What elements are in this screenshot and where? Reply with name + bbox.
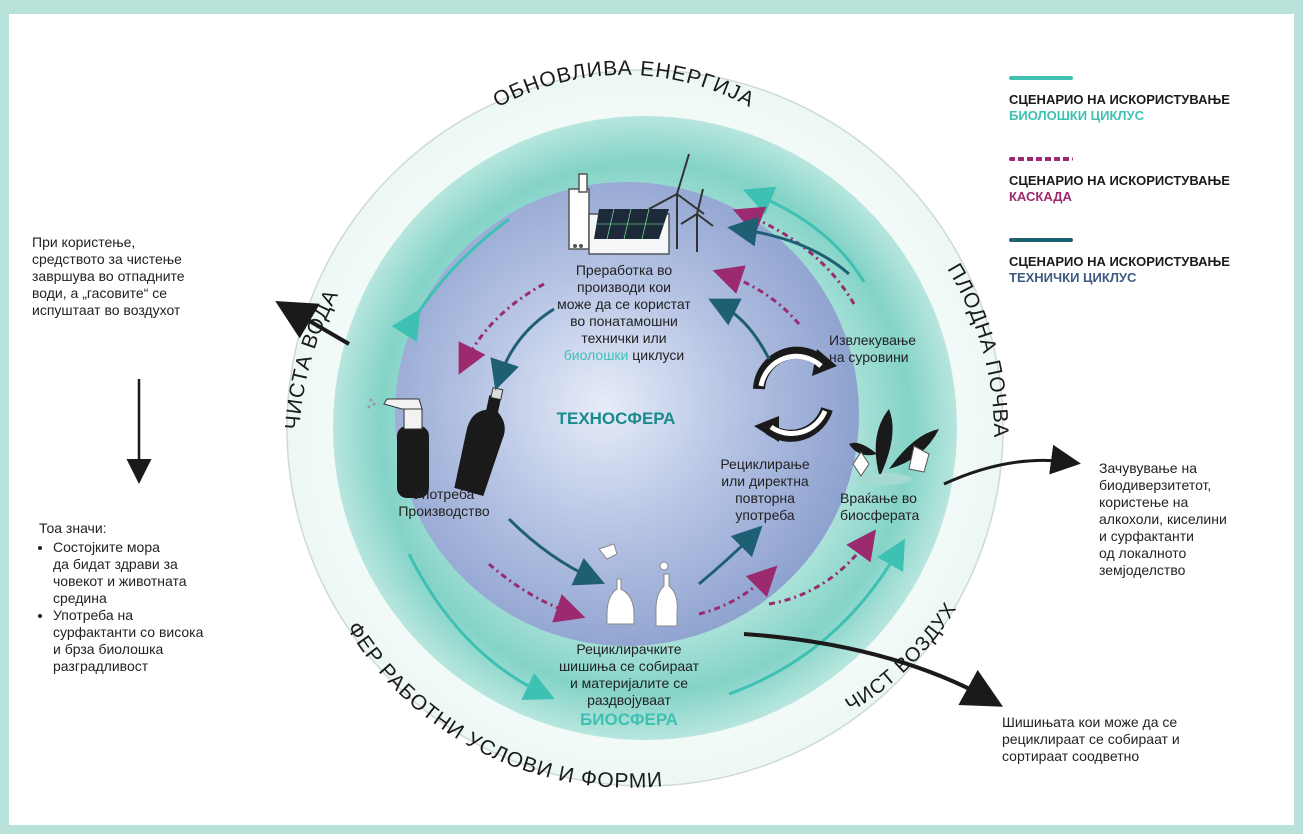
tech-arrow-2 (727, 216, 850, 276)
legend-technical: СЦЕНАРИО НА ИСКОРИСТУВАЊЕ ТЕХНИЧКИ ЦИКЛУ… (1009, 238, 1303, 286)
outflow-arrow-right (943, 444, 1081, 486)
note-line: При користење, (32, 234, 136, 250)
biological-word: биолошки (563, 347, 629, 363)
note-line: сортираат соодветно (1002, 748, 1140, 764)
collection-line: раздвојуваат (587, 692, 671, 708)
collection-line: шишиња се собираат (558, 658, 700, 674)
processing-line: Преработка во (575, 262, 673, 278)
processing-line: во понатамошни (570, 313, 678, 329)
legend-title: СЦЕНАРИО НА ИСКОРИСТУВАЊЕ (1009, 92, 1230, 107)
collection-line: Рециклирачките (576, 641, 682, 657)
legend-swatch (1009, 76, 1073, 80)
collection-text: Рециклирачките шишиња се собираат и мате… (539, 641, 719, 709)
outflow-arrow-bottom (743, 632, 1004, 707)
legend-title: СЦЕНАРИО НА ИСКОРИСТУВАЊЕ (1009, 254, 1230, 269)
tech-arrow-3 (708, 298, 771, 360)
note-line: завршува во отпадните (32, 268, 185, 284)
cascade-arrow-4 (488, 562, 586, 623)
spray-bottle-icon (367, 398, 429, 498)
extraction-line: на суровини (829, 349, 909, 365)
note-line: средството за чистење (32, 251, 182, 267)
note-line: биодиверзитетот, (1099, 477, 1212, 493)
outflow-arrow-left (275, 300, 351, 346)
note-line: од локалното (1099, 545, 1187, 561)
factory-icon (568, 173, 670, 255)
legend-label: КАСКАДА (1009, 189, 1072, 204)
wastewater-note: При користење, средството за чистење зав… (32, 234, 272, 319)
note-line: води, а „гасовите“ се (32, 285, 168, 301)
legend-biological: СЦЕНАРИО НА ИСКОРИСТУВАЊЕ БИОЛОШКИ ЦИКЛУ… (1009, 76, 1303, 124)
recycling-line: употреба (735, 507, 795, 523)
legend-label: БИОЛОШКИ ЦИКЛУС (1009, 108, 1145, 123)
processing-line: биолошки циклуси (539, 347, 709, 364)
return-line: Враќање во (840, 490, 917, 506)
tech-arrow-4 (507, 517, 605, 586)
usage-line: Производство (398, 503, 490, 519)
biodiversity-note: Зачувување на биодиверзитетот, користење… (1099, 460, 1279, 579)
recycling-line: Рециклирање (720, 456, 810, 472)
cascade-arrow-3 (712, 265, 801, 325)
processing-line: технички или (581, 330, 667, 346)
legend-cascade: СЦЕНАРИО НА ИСКОРИСТУВАЊЕ КАСКАДА (1009, 157, 1303, 205)
tech-arrow-1 (490, 307, 555, 391)
note-line: земјоделство (1099, 562, 1186, 578)
usage-line: Употреба (413, 486, 475, 502)
return-line: биосферата (840, 507, 920, 523)
bottles-note: Шишињата кои може да се рециклираат се с… (1002, 714, 1252, 765)
recycle-icon (753, 346, 837, 442)
usage-text: Употреба Производство (389, 486, 499, 520)
cascade-arrow-1 (458, 282, 545, 375)
processing-line: може да се користат (557, 296, 691, 312)
extraction-text: Извлекување на суровини (829, 332, 916, 366)
processing-tail: циклуси (628, 347, 685, 363)
return-biosphere-text: Враќање во биосферата (840, 490, 919, 524)
note-line: Шишињата кои може да се (1002, 714, 1178, 730)
recycling-text: Рециклирање или директна повторна употре… (709, 456, 821, 524)
circular-economy-diagram: ОБНОВЛИВА ЕНЕРГИЈА ЧИСТА ВОДА ПЛОДНА ПОЧ… (126, 57, 1081, 793)
biosphere-title: БИОСФЕРА (580, 710, 678, 729)
processing-text: Преработка во производи кои може да се к… (539, 262, 709, 364)
cascade-arrow-2 (732, 206, 856, 305)
note-line: рециклираат се собираат и (1002, 731, 1180, 747)
note-line: алкохоли, киселини (1099, 511, 1227, 527)
legend-swatch (1009, 238, 1073, 242)
note-line: Зачувување на (1099, 460, 1197, 476)
bio-arrow-top-right (742, 186, 866, 283)
recycling-line: повторна (735, 490, 795, 506)
bio-arrow-bottom-right (728, 538, 905, 696)
tech-arrow-5 (698, 525, 763, 586)
plant-icon (849, 409, 939, 485)
note-line: и сурфактанти (1099, 528, 1194, 544)
bio-arrow-bottom-left (407, 553, 555, 700)
recycling-line: или директна (721, 473, 809, 489)
wind-turbine-icon (648, 153, 714, 252)
collection-line: и материјалите се (569, 675, 689, 691)
bio-arrow-top-left (391, 217, 510, 343)
note-line: користење на (1099, 494, 1189, 510)
meaning-title: Тоа значи: (39, 520, 107, 536)
legend-title: СЦЕНАРИО НА ИСКОРИСТУВАЊЕ (1009, 173, 1230, 188)
recycled-bottles-icon (598, 543, 678, 627)
legend-label: ТЕХНИЧКИ ЦИКЛУС (1009, 270, 1137, 285)
legend-swatch (1009, 157, 1073, 161)
technosphere-title: ТЕХНОСФЕРА (557, 409, 676, 428)
processing-line: производи кои (577, 279, 671, 295)
note-line: испуштаат во воздухот (32, 302, 181, 318)
cascade-arrow-6 (768, 529, 877, 606)
extraction-line: Извлекување (829, 332, 917, 348)
